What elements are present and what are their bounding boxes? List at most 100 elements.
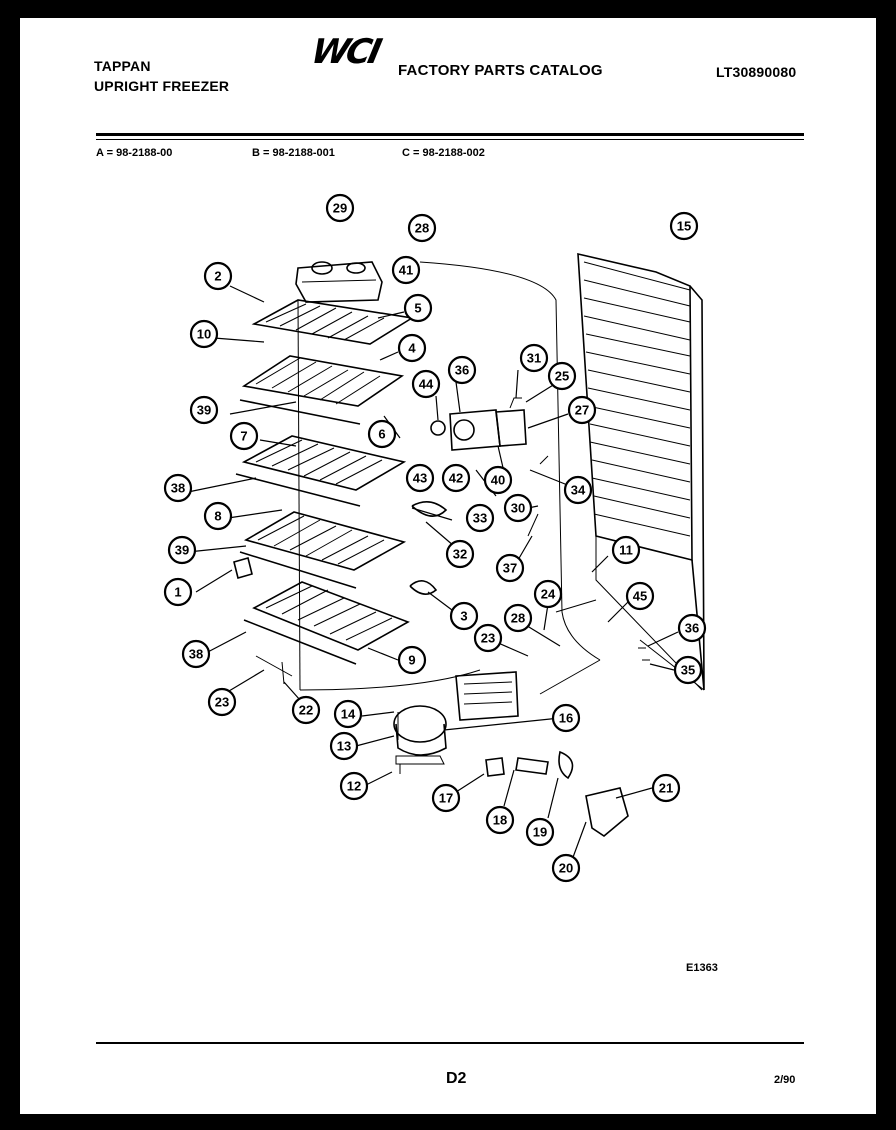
callout-30: 30: [503, 493, 533, 523]
callout-21: 21: [651, 773, 681, 803]
callout-11: 11: [611, 535, 641, 565]
callout-38a: 38: [163, 473, 193, 503]
svg-text:21: 21: [659, 781, 673, 796]
callout-24: 24: [533, 579, 563, 609]
callout-9: 9: [397, 645, 427, 675]
callout-33: 33: [465, 503, 495, 533]
brand-name: TAPPAN: [94, 58, 151, 74]
svg-text:31: 31: [527, 351, 541, 366]
svg-text:3: 3: [460, 609, 467, 624]
callout-15: 15: [669, 211, 699, 241]
callout-35: 35: [673, 655, 703, 685]
callout-45: 45: [625, 581, 655, 611]
svg-text:13: 13: [337, 739, 351, 754]
callout-25: 25: [547, 361, 577, 391]
catalog-page: [20, 18, 876, 1114]
callout-34: 34: [563, 475, 593, 505]
callout-40: 40: [483, 465, 513, 495]
callout-27: 27: [567, 395, 597, 425]
svg-text:24: 24: [541, 587, 556, 602]
svg-text:6: 6: [378, 427, 385, 442]
callout-2: 2: [203, 261, 233, 291]
shelf-4: [239, 511, 407, 589]
svg-text:34: 34: [571, 483, 586, 498]
callout-22: 22: [291, 695, 321, 725]
svg-text:44: 44: [419, 377, 434, 392]
svg-text:10: 10: [197, 327, 211, 342]
model-number: LT30890080: [716, 64, 797, 80]
svg-text:19: 19: [533, 825, 547, 840]
svg-text:8: 8: [214, 509, 221, 524]
svg-text:5: 5: [414, 301, 421, 316]
callout-42: 42: [441, 463, 471, 493]
svg-text:32: 32: [453, 547, 467, 562]
refrigerant-tubing: [419, 261, 601, 661]
svg-text:16: 16: [559, 711, 573, 726]
compressor: [393, 705, 447, 765]
footer-rule: [96, 1042, 804, 1044]
svg-text:35: 35: [681, 663, 695, 678]
svg-text:20: 20: [559, 861, 573, 876]
callout-37: 37: [495, 553, 525, 583]
svg-text:36: 36: [685, 621, 699, 636]
condenser: [455, 671, 519, 721]
callout-31: 31: [519, 343, 549, 373]
page-code: D2: [446, 1070, 467, 1087]
svg-text:38: 38: [189, 647, 203, 662]
callout-32: 32: [445, 539, 475, 569]
callout-14: 14: [333, 699, 363, 729]
catalog-title: FACTORY PARTS CATALOG: [398, 62, 603, 79]
product-type: UPRIGHT FREEZER: [94, 78, 230, 94]
svg-text:2: 2: [214, 269, 221, 284]
svg-text:14: 14: [341, 707, 356, 722]
small-parts: [233, 455, 650, 774]
fan-motor: [485, 750, 629, 837]
svg-text:43: 43: [413, 471, 427, 486]
svg-text:27: 27: [575, 403, 589, 418]
callout-36b: 36: [677, 613, 707, 643]
callout-39a: 39: [189, 395, 219, 425]
callout-20: 20: [551, 853, 581, 883]
header-rule-bottom: [96, 139, 804, 140]
callout-10: 10: [189, 319, 219, 349]
svg-text:33: 33: [473, 511, 487, 526]
shelf-3: [235, 435, 407, 507]
header-rule-top: [96, 133, 804, 136]
callout-16: 16: [551, 703, 581, 733]
callout-28: 28: [407, 213, 437, 243]
svg-text:23: 23: [215, 695, 229, 710]
svg-text:18: 18: [493, 813, 507, 828]
svg-text:11: 11: [619, 543, 633, 558]
svg-text:30: 30: [511, 501, 525, 516]
control-housing: [295, 261, 383, 303]
callout-17: 17: [431, 783, 461, 813]
callout-18: 18: [485, 805, 515, 835]
svg-text:4: 4: [408, 341, 416, 356]
callout-13: 13: [329, 731, 359, 761]
svg-text:39: 39: [175, 543, 189, 558]
model-variant-a: A = 98-2188-00: [96, 147, 173, 159]
svg-text:17: 17: [439, 791, 453, 806]
shelf-1: [251, 299, 415, 345]
callout-7: 7: [229, 421, 259, 451]
svg-text:7: 7: [240, 429, 247, 444]
svg-text:45: 45: [633, 589, 647, 604]
svg-text:15: 15: [677, 219, 691, 234]
callout-6: 6: [367, 419, 397, 449]
shelf-2: [239, 355, 405, 425]
svg-text:1: 1: [174, 585, 181, 600]
svg-text:29: 29: [333, 201, 347, 216]
callout-39b: 39: [167, 535, 197, 565]
callout-28b: 28: [503, 603, 533, 633]
svg-text:9: 9: [408, 653, 415, 668]
part-callouts: 29 28 41 15 2 5 10 4 44 36 31 25 39 6 27…: [163, 193, 707, 883]
svg-text:22: 22: [299, 703, 313, 718]
svg-text:25: 25: [555, 369, 569, 384]
shelf-stack: [235, 299, 415, 691]
svg-text:28: 28: [415, 221, 429, 236]
callout-3: 3: [449, 601, 479, 631]
callout-43: 43: [405, 463, 435, 493]
svg-text:28: 28: [511, 611, 525, 626]
callout-1: 1: [163, 577, 193, 607]
